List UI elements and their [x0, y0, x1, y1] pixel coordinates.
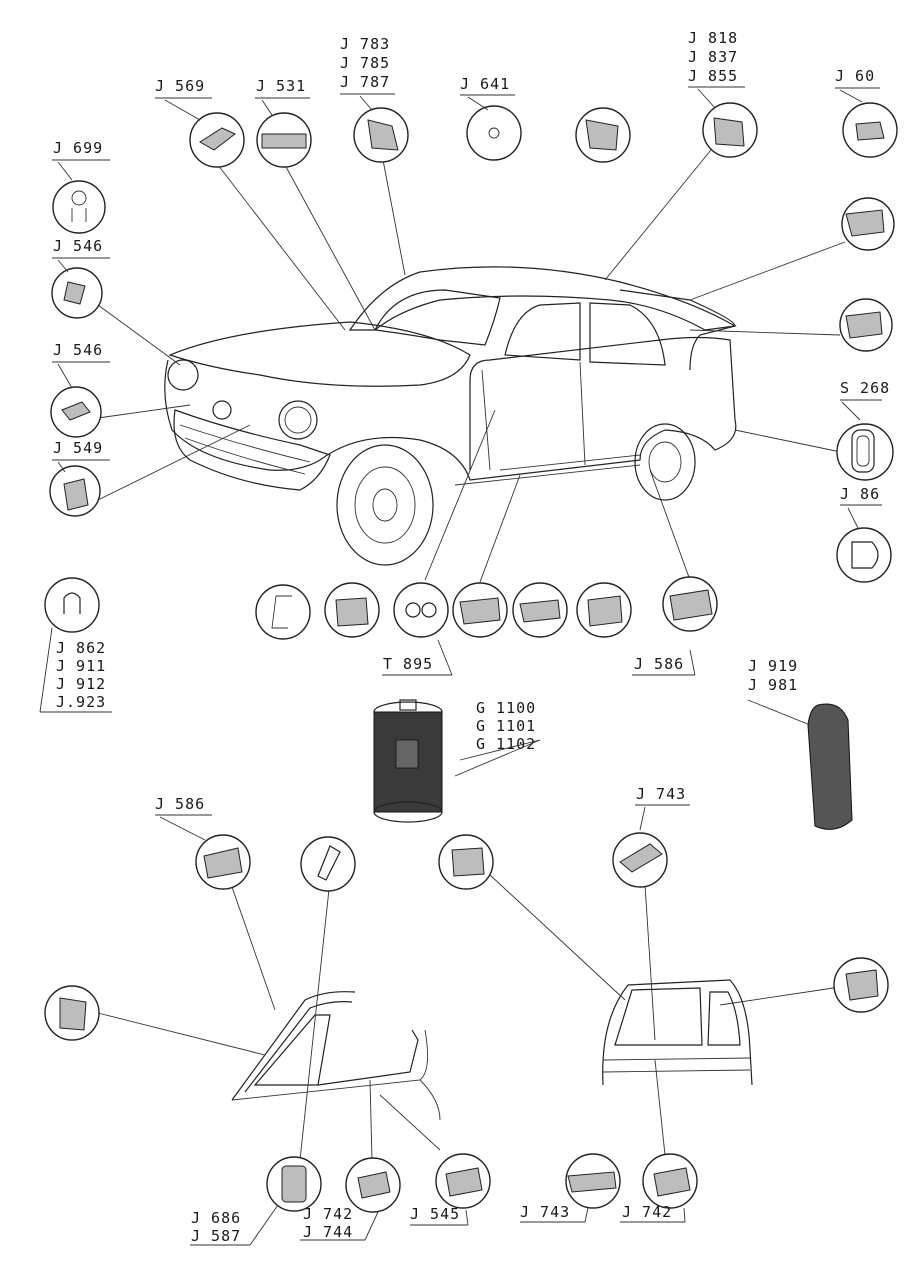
- callout-discs-lower: [44, 832, 889, 1213]
- ref-j587: J 587: [191, 1227, 242, 1245]
- ref-j546-a: J 546: [53, 237, 104, 255]
- callout-discs: [44, 102, 898, 640]
- ref-j641: J 641: [460, 75, 511, 93]
- ref-j783: J 783: [340, 35, 391, 53]
- ref-j546-b: J 546: [53, 341, 104, 359]
- ref-j686: J 686: [191, 1209, 242, 1227]
- ref-j545: J 545: [410, 1205, 461, 1223]
- ref-j586-bottom: J 586: [155, 795, 206, 813]
- sealant-tube: [807, 703, 853, 830]
- ref-j699: J 699: [53, 139, 104, 157]
- ref-j742-bottom: J 742: [622, 1203, 673, 1221]
- ref-t895: T 895: [383, 655, 434, 673]
- ref-j586-top: J 586: [634, 655, 685, 673]
- door-detail-left: [97, 866, 441, 1161]
- ref-j912: J 912: [56, 675, 107, 693]
- sealant-can: [373, 699, 443, 823]
- ref-j743-bottom: J 743: [520, 1203, 571, 1221]
- ref-j743-top: J 743: [636, 785, 687, 803]
- ref-j785: J 785: [340, 54, 391, 72]
- label-pointers: [39, 86, 882, 1246]
- ref-g1102: G 1102: [476, 735, 537, 753]
- ref-j911: J 911: [56, 657, 107, 675]
- ref-j86: J 86: [840, 485, 881, 503]
- ref-j531: J 531: [256, 77, 307, 95]
- door-detail-right: [489, 874, 841, 1156]
- leader-lines-top: [97, 144, 856, 777]
- ref-j60: J 60: [835, 67, 876, 85]
- ref-s268: S 268: [840, 379, 891, 397]
- ref-j862: J 862: [56, 639, 107, 657]
- ref-j837: J 837: [688, 48, 739, 66]
- ref-j787: J 787: [340, 73, 391, 91]
- ref-j923: J.923: [56, 693, 107, 711]
- ref-j742: J 742: [303, 1205, 354, 1223]
- ref-g1100: G 1100: [476, 699, 537, 717]
- ref-j919: J 919: [748, 657, 799, 675]
- ref-j818: J 818: [688, 29, 739, 47]
- ref-j855: J 855: [688, 67, 739, 85]
- ref-j569: J 569: [155, 77, 206, 95]
- ref-g1101: G 1101: [476, 717, 537, 735]
- ref-j744: J 744: [303, 1223, 354, 1241]
- ref-j549: J 549: [53, 439, 104, 457]
- ref-j981: J 981: [748, 676, 799, 694]
- car-illustration: [164, 266, 737, 566]
